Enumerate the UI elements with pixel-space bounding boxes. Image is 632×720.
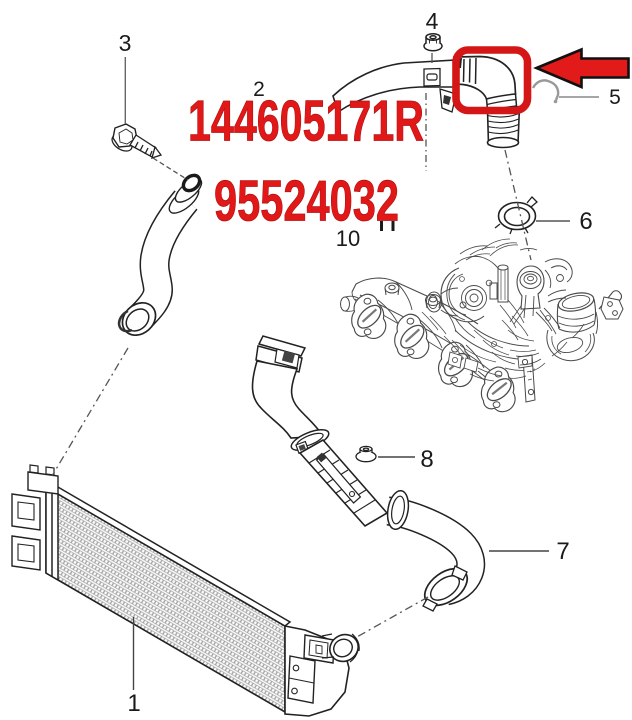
svg-text:4: 4	[426, 8, 439, 34]
svg-text:144605171R: 144605171R	[188, 90, 424, 154]
svg-text:2: 2	[253, 78, 265, 101]
svg-text:10: 10	[336, 226, 360, 251]
svg-text:3: 3	[119, 30, 132, 56]
svg-text:8: 8	[420, 446, 433, 473]
svg-text:7: 7	[556, 538, 569, 565]
svg-text:6: 6	[579, 208, 592, 235]
svg-text:95524032: 95524032	[214, 170, 399, 234]
svg-text:5: 5	[609, 86, 621, 109]
svg-text:1: 1	[127, 690, 140, 717]
